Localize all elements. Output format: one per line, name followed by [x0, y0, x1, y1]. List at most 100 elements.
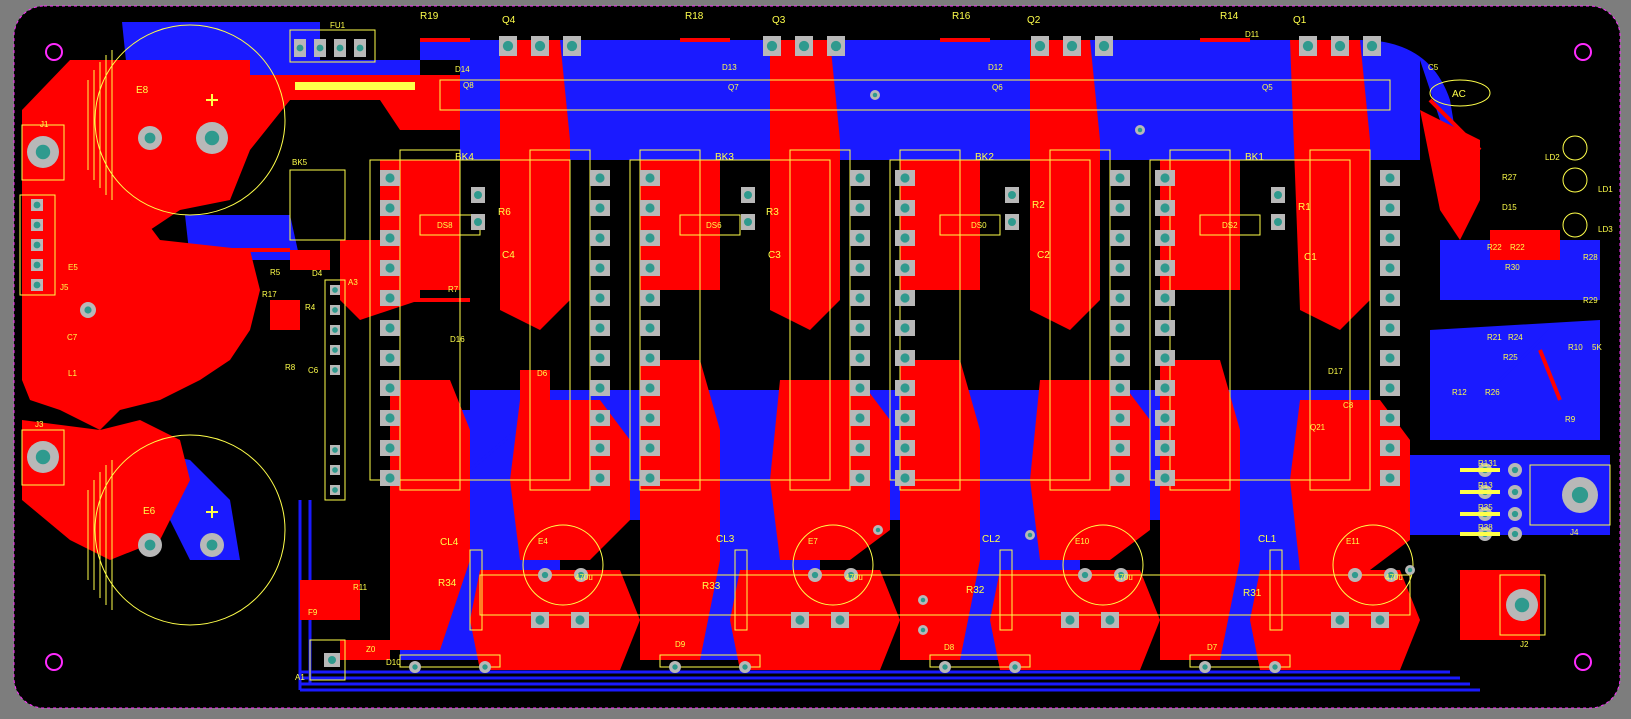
pad-hole — [1115, 443, 1125, 453]
pad-hole — [1115, 353, 1125, 363]
ref-q1: Q1 — [1293, 15, 1307, 26]
pad-hole — [855, 383, 865, 393]
pad-hole — [385, 263, 395, 273]
ref-r21: R21 — [1487, 333, 1502, 342]
pad-hole — [385, 323, 395, 333]
ref-r19: R19 — [420, 11, 439, 22]
ref-r12: R12 — [1452, 388, 1467, 397]
ref-r24: R24 — [1508, 333, 1523, 342]
ref-ld2: LD2 — [1545, 153, 1560, 162]
pad-hole — [385, 413, 395, 423]
ref-bk2: BK2 — [975, 152, 994, 163]
pad-hole — [1385, 353, 1395, 363]
pad-hole — [900, 323, 910, 333]
pad-hole — [645, 413, 655, 423]
pad-hole — [332, 447, 338, 453]
pad-hole — [1117, 571, 1125, 579]
ref-d16: D16 — [450, 335, 465, 344]
ref-ds8: DS8 — [437, 221, 453, 230]
pad-hole — [35, 449, 51, 465]
pad-hole — [900, 173, 910, 183]
ref-cl4: CL4 — [440, 537, 459, 548]
pad-hole — [855, 473, 865, 483]
ref-r4: R4 — [305, 303, 316, 312]
pad-hole — [144, 132, 156, 144]
ref-l1: L1 — [68, 369, 77, 378]
pad-hole — [385, 173, 395, 183]
pad-hole — [835, 615, 845, 625]
pad-hole — [33, 241, 41, 249]
pad-hole — [744, 218, 752, 226]
ref-c2: C2 — [1037, 250, 1050, 261]
pad-hole — [1115, 383, 1125, 393]
ref-c8: C8 — [1343, 401, 1354, 410]
ref-ds6: DS6 — [706, 221, 722, 230]
pad-hole — [855, 323, 865, 333]
pad-hole — [535, 615, 545, 625]
ref-q6: Q6 — [992, 83, 1003, 92]
mounting-hole — [45, 43, 63, 61]
pad-hole — [595, 413, 605, 423]
pad-hole — [872, 92, 878, 98]
polarity-marks — [206, 94, 218, 518]
ref-c7: C7 — [67, 333, 78, 342]
pad-hole — [855, 173, 865, 183]
ref-r16: R16 — [952, 11, 971, 22]
pad-hole — [798, 40, 810, 52]
ref-d17: D17 — [1328, 367, 1343, 376]
pad-hole — [332, 287, 338, 293]
pad-hole — [33, 201, 41, 209]
pad-hole — [1385, 383, 1395, 393]
ref-q21: Q21 — [1310, 423, 1326, 432]
ref-q3: Q3 — [772, 15, 786, 26]
ref-r11: R11 — [353, 583, 368, 592]
ref-c3: C3 — [768, 250, 781, 261]
pad-hole — [206, 539, 218, 551]
pad-hole — [332, 367, 338, 373]
ref-c5: C5 — [1428, 63, 1439, 72]
ref-r33: R33 — [702, 581, 721, 592]
pad-hole — [35, 144, 51, 160]
pad-hole — [1511, 488, 1519, 496]
pad-hole — [1115, 263, 1125, 273]
ref-bk1: BK1 — [1245, 152, 1264, 163]
ref-r14: R14 — [1220, 11, 1239, 22]
ref-c6: C6 — [308, 366, 319, 375]
pad-hole — [1514, 597, 1530, 613]
pad-hole — [1160, 233, 1170, 243]
pad-hole — [1385, 443, 1395, 453]
pad-hole — [1066, 40, 1078, 52]
pad-hole — [1160, 383, 1170, 393]
pad-hole — [144, 539, 156, 551]
pad-hole — [332, 307, 338, 313]
ref-5k: 5K — [1592, 343, 1602, 352]
pad-hole — [1105, 615, 1115, 625]
pad-hole — [1511, 466, 1519, 474]
silkscreen-outlines — [19, 24, 1611, 681]
pad-hole — [645, 173, 655, 183]
mounting-hole — [1574, 43, 1592, 61]
ref-c1: C1 — [1304, 252, 1317, 263]
ref-a3: A3 — [348, 278, 358, 287]
pad-hole — [1407, 567, 1413, 573]
pad-hole — [900, 233, 910, 243]
pad-hole — [1274, 191, 1282, 199]
pad-hole — [474, 218, 482, 226]
ref-q4: Q4 — [502, 15, 516, 26]
pad-hole — [33, 221, 41, 229]
pad-hole — [385, 293, 395, 303]
ref-cl2: CL2 — [982, 534, 1001, 545]
pad-hole — [744, 191, 752, 199]
pad-hole — [1385, 473, 1395, 483]
pad-hole — [1335, 615, 1345, 625]
pad-hole — [900, 293, 910, 303]
pad-hole — [595, 173, 605, 183]
ref-r8: R8 — [285, 363, 296, 372]
ref-z0: Z0 — [366, 645, 376, 654]
pad-hole — [385, 443, 395, 453]
pad-hole — [316, 44, 324, 52]
ref-e11: E11 — [1346, 537, 1360, 546]
ref-r30: R30 — [1505, 263, 1520, 272]
pad-hole — [332, 467, 338, 473]
cap-rating-e7: 470u — [845, 573, 863, 582]
